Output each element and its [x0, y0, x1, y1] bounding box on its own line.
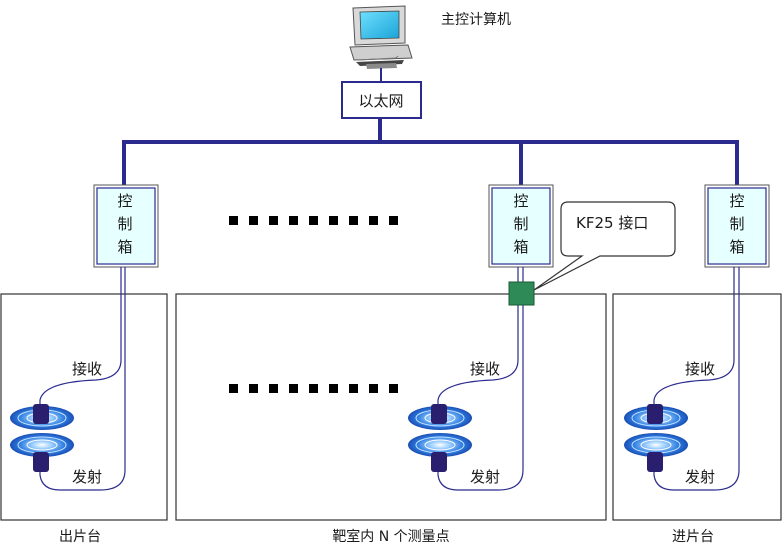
control-box-label-line: 制: [729, 215, 744, 233]
control-box-label-line: 控: [729, 192, 744, 210]
sensor-cables-infeed: [653, 267, 740, 491]
station-frame-outfeed: [0, 293, 168, 521]
control-box-label-line: 箱: [117, 238, 132, 256]
sensor-infeed: [624, 404, 688, 472]
kf25-interface: [508, 281, 535, 306]
sensor-cables-outfeed: [39, 267, 126, 491]
control-box-label-line: 控: [513, 192, 528, 210]
desktop-computer-icon: [349, 5, 413, 69]
control-box-left: [93, 184, 159, 268]
sensor-chamber: [408, 404, 472, 472]
emit-label-chamber: 发射: [470, 468, 500, 486]
control-box-middle: [488, 184, 554, 268]
ellipsis-dots-bottom: [229, 384, 398, 393]
ethernet-label: 以太网: [358, 92, 403, 110]
station-label-chamber: 靶室内 N 个测量点: [332, 528, 449, 545]
station-label-infeed: 进片台: [672, 529, 714, 545]
emit-label-infeed: 发射: [685, 468, 715, 486]
sensor-outfeed: [10, 404, 74, 472]
control-box-label-line: 控: [117, 192, 132, 210]
ethernet-bus: [122, 118, 739, 185]
receive-label-chamber: 接收: [470, 360, 500, 378]
receive-label-infeed: 接收: [685, 360, 715, 378]
emit-label-outfeed: 发射: [72, 468, 102, 486]
receive-label-outfeed: 接收: [72, 360, 102, 378]
kf25-callout-label: KF25 接口: [576, 214, 648, 232]
sensor-cables-chamber: [437, 267, 524, 491]
computer-label: 主控计算机: [441, 12, 511, 28]
station-frame-chamber: [175, 293, 607, 521]
control-box-label-line: 箱: [513, 238, 528, 256]
control-box-label-2: 控 制 箱: [729, 192, 744, 256]
kf25-callout: [533, 201, 676, 291]
station-label-outfeed: 出片台: [59, 529, 101, 545]
control-box-label-line: 制: [117, 215, 132, 233]
control-box-label-line: 箱: [729, 238, 744, 256]
control-box-label-0: 控 制 箱: [117, 192, 132, 256]
control-box-label-1: 控 制 箱: [513, 192, 528, 256]
station-frame-infeed: [612, 293, 782, 521]
control-box-right: [704, 184, 770, 268]
control-box-label-line: 制: [513, 215, 528, 233]
ellipsis-dots-top: [229, 216, 398, 225]
